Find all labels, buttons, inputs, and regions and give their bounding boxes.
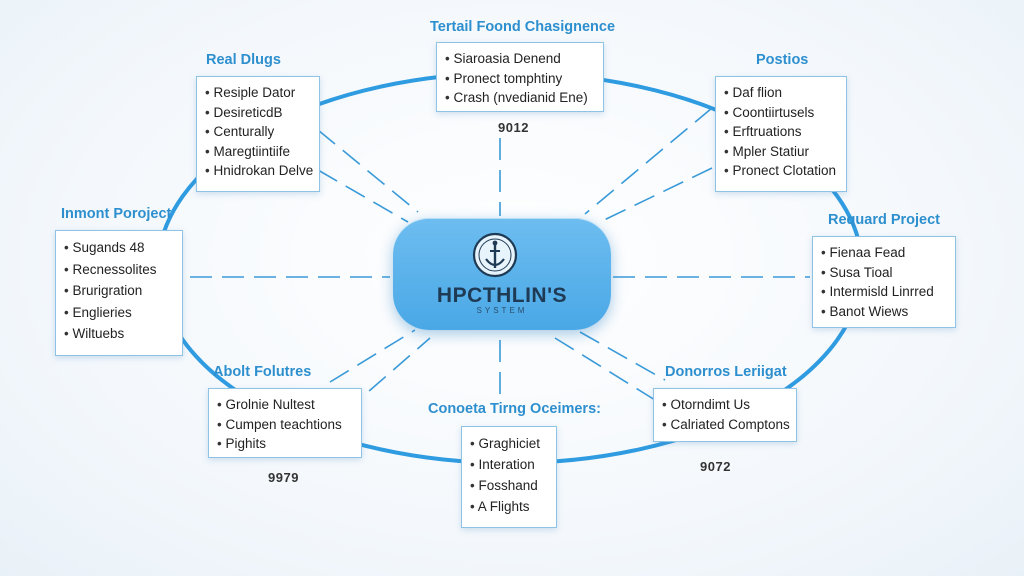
list-item: A Flights	[470, 496, 548, 517]
list-item: Fosshand	[470, 475, 548, 496]
node-box-top-right: Daf flion Coontiirtusels Erftruations Mp…	[715, 76, 847, 192]
list-item: Pighits	[217, 434, 353, 454]
list-item: Otorndimt Us	[662, 395, 788, 415]
list-item: Fienaa Fead	[821, 243, 947, 263]
list-item: Maregtiintiife	[205, 142, 311, 162]
node-box-right: Fienaa Fead Susa Tioal Intermisld Linrre…	[812, 236, 956, 328]
node-box-top-left: Resiple Dator DesireticdB Centurally Mar…	[196, 76, 320, 192]
node-box-bottom: Graghiciet Interation Fosshand A Flights	[461, 426, 557, 528]
node-title-bottom: Conoeta Tirng Oceimers:	[428, 401, 601, 417]
list-item: Calriated Comptons	[662, 415, 789, 435]
node-number-top: 9012	[498, 120, 529, 135]
list-item: Wiltuebs	[64, 323, 174, 345]
node-title-bottom-right: Donorros Leriigat	[665, 364, 787, 380]
node-title-top: Tertail Foond Chasignence	[430, 19, 616, 35]
node-title-top-left: Real Dlugs	[206, 52, 281, 68]
list-item: Daf flion	[724, 83, 838, 103]
node-number-bottom-left: 9979	[268, 470, 299, 485]
list-item: Brurigration	[64, 280, 174, 302]
list-item: Siaroasia Denend	[445, 49, 595, 69]
list-item: Coontiirtusels	[724, 103, 838, 123]
list-item: Sugands 48	[64, 237, 174, 259]
node-box-bottom-left: Grolnie Nultest Cumpen teachtions Pighit…	[208, 388, 362, 458]
hub-subtitle: SYSTEM	[476, 306, 528, 315]
list-item: Pronect Clotation	[724, 161, 838, 181]
list-item: Banot Wiews	[821, 302, 947, 322]
node-title-right: Requard Project	[828, 212, 940, 228]
list-item: Interation	[470, 454, 548, 475]
list-item: Recnessolites	[64, 259, 174, 281]
list-item: Centurally	[205, 122, 311, 142]
list-item: Hnidrokan Delve	[205, 161, 313, 181]
hub-name: HPCTHLIN'S	[436, 284, 568, 307]
anchor-emblem-icon	[472, 232, 518, 278]
list-item: Grolnie Nultest	[217, 395, 353, 415]
list-item: Susa Tioal	[821, 263, 947, 283]
list-item: DesireticdB	[205, 103, 311, 123]
list-item: Graghiciet	[470, 433, 548, 454]
list-item: Crash (nvedianid Ene)	[445, 88, 595, 108]
node-number-bottom-right: 9072	[700, 459, 731, 474]
node-box-bottom-right: Otorndimt Us Calriated Comptons	[653, 388, 797, 442]
node-title-left: Inmont Poroject	[61, 206, 172, 222]
list-item: Englieries	[64, 302, 174, 324]
list-item: Pronect tomphtiny	[445, 69, 595, 89]
list-item: Erftruations	[724, 122, 838, 142]
node-title-top-right: Postios	[756, 52, 809, 68]
node-box-left: Sugands 48 Recnessolites Brurigration En…	[55, 230, 183, 356]
list-item: Mpler Statiur	[724, 142, 838, 162]
node-box-top: Siaroasia Denend Pronect tomphtiny Crash…	[436, 42, 604, 112]
list-item: Intermisld Linrred	[821, 282, 947, 302]
list-item: Resiple Dator	[205, 83, 311, 103]
list-item: Cumpen teachtions	[217, 415, 353, 435]
node-title-bottom-left: Abolt Folutres	[213, 364, 312, 380]
